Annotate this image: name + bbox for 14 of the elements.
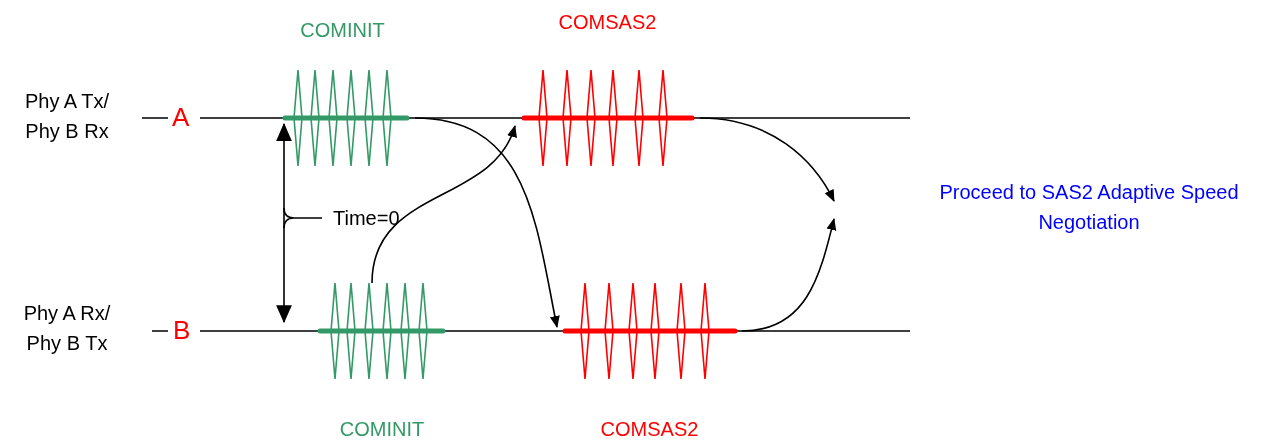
burst-label: COMINIT bbox=[299, 18, 386, 42]
arrow bbox=[699, 117, 835, 202]
burst-label: COMSAS2 bbox=[599, 417, 700, 441]
signal-name: Phy A Rx/ Phy B Tx bbox=[22, 301, 112, 356]
burst-label: COMSAS2 bbox=[557, 10, 658, 34]
arrow bbox=[414, 117, 560, 328]
burst-label: COMINIT bbox=[338, 417, 426, 441]
line-letter: A bbox=[172, 101, 190, 133]
arrow bbox=[741, 218, 837, 332]
line-letter: B bbox=[173, 314, 191, 346]
time-label: Time=0 bbox=[333, 206, 400, 231]
note-text: Proceed to SAS2 Adaptive Speed Negotiation bbox=[834, 175, 1288, 239]
signal-name: Phy A Tx/ Phy B Rx bbox=[23, 89, 111, 144]
arrow bbox=[371, 125, 516, 284]
